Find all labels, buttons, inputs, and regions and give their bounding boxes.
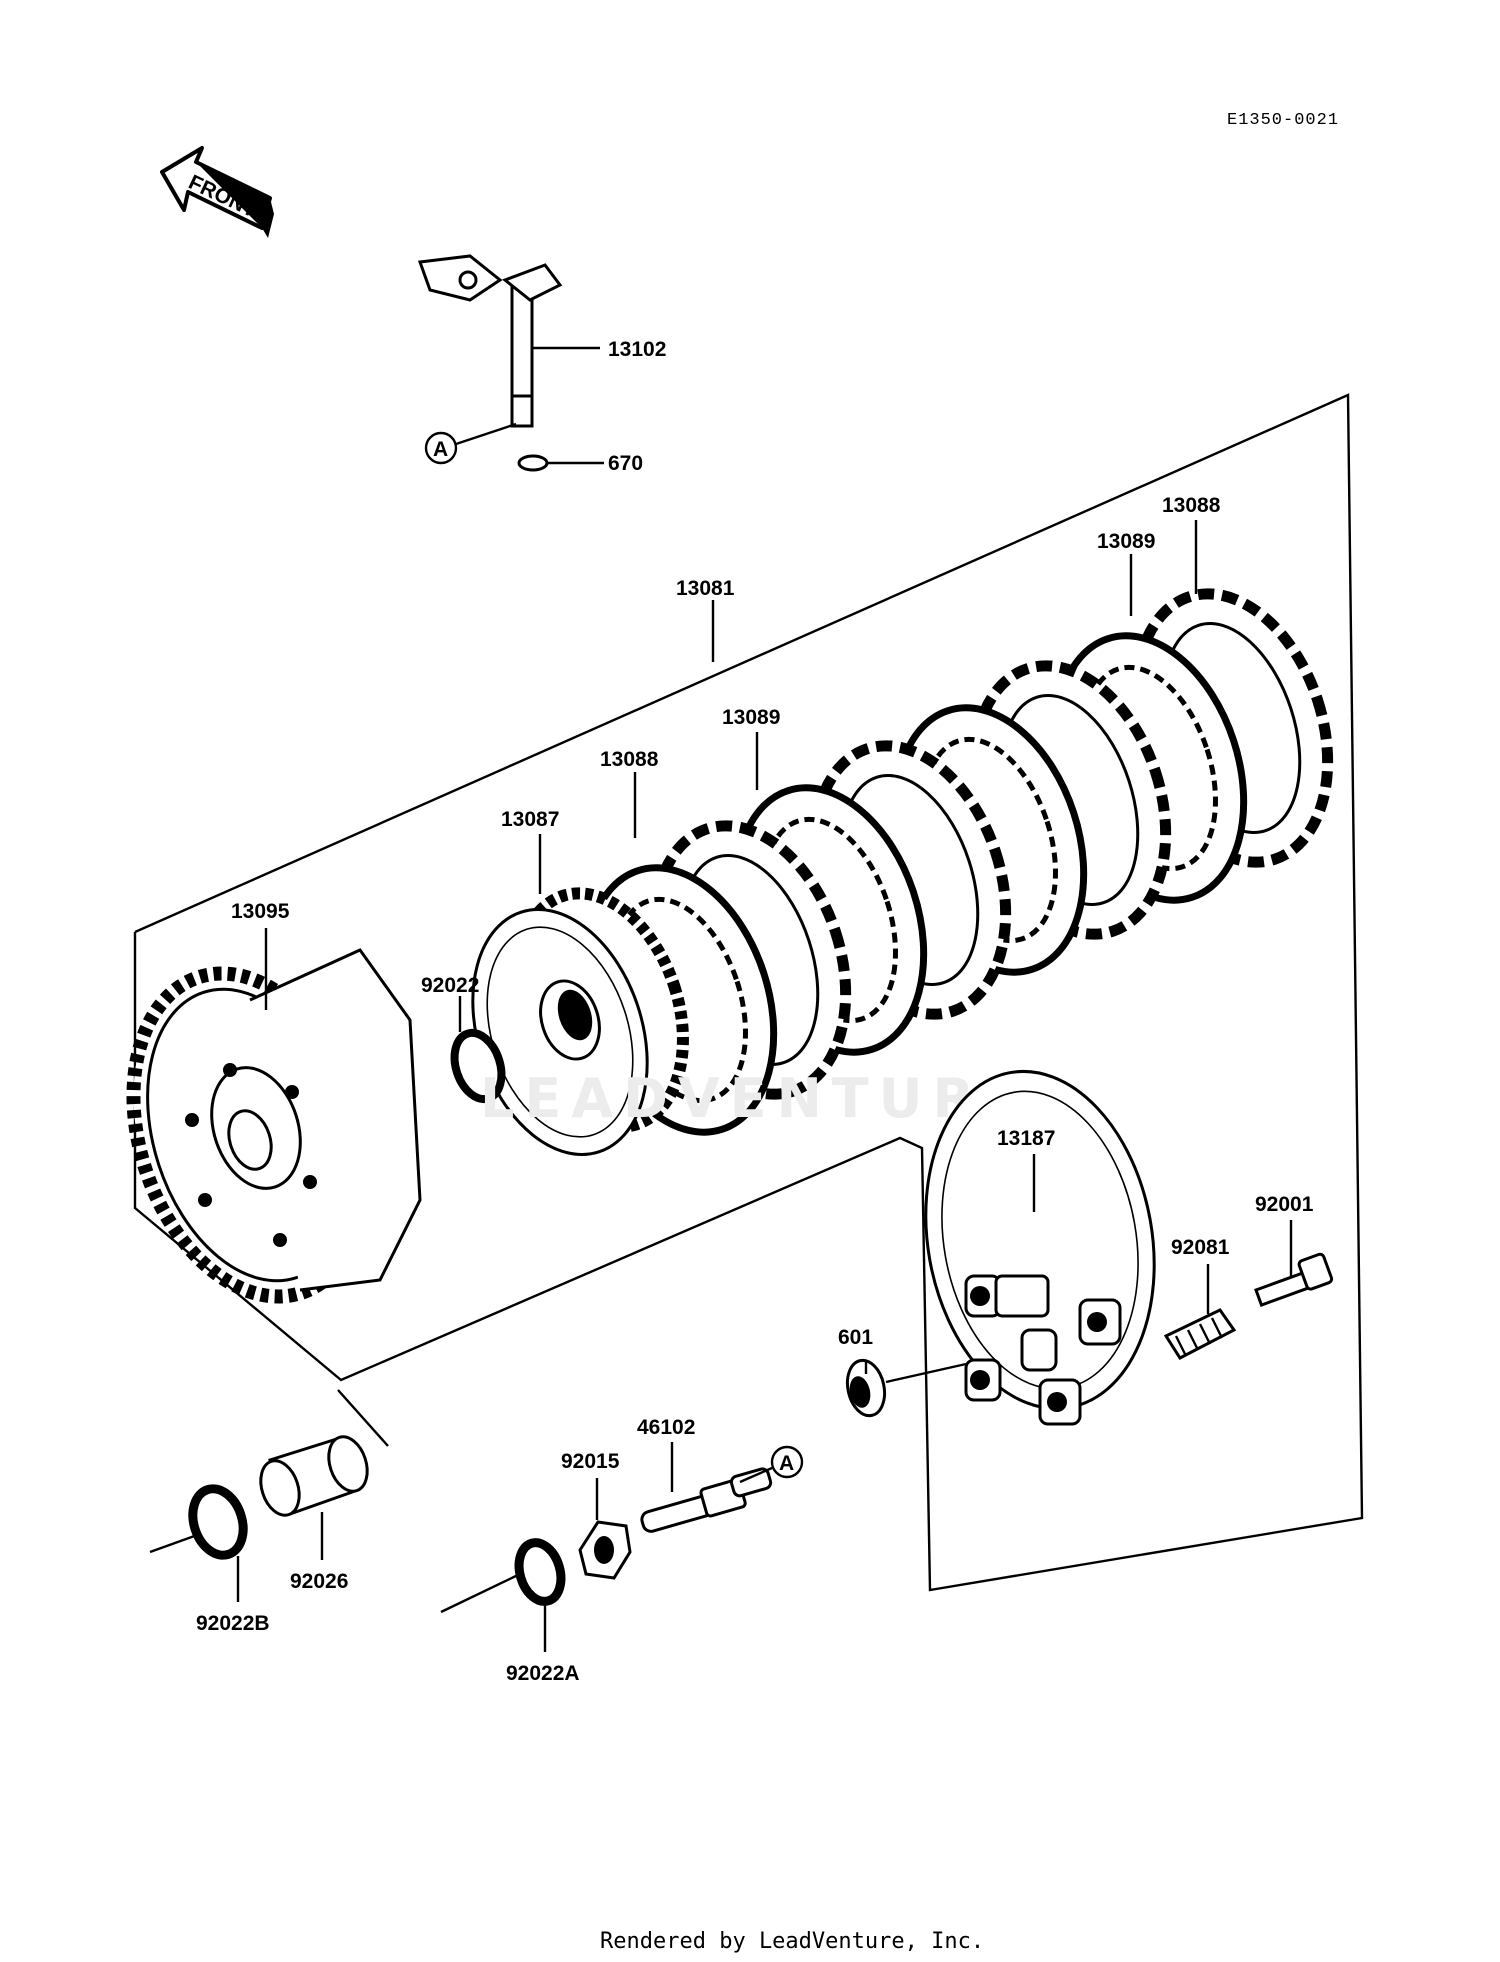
label-13088-mid: 13088 bbox=[600, 748, 659, 771]
washer-92022 bbox=[450, 1028, 506, 1104]
clutch-hub bbox=[471, 887, 689, 1156]
clutch-plate-stack bbox=[582, 588, 1334, 1136]
label-13088-top: 13088 bbox=[1162, 494, 1221, 517]
sleeve-92026 bbox=[259, 1435, 369, 1517]
svg-text:A: A bbox=[433, 438, 448, 461]
clutch-release-shaft bbox=[417, 254, 563, 428]
label-92022b: 92022B bbox=[196, 1612, 270, 1635]
washer-92022b bbox=[188, 1484, 248, 1560]
footer-credit: Rendered by LeadVenture, Inc. bbox=[600, 1929, 984, 1954]
label-92022: 92022 bbox=[421, 974, 479, 997]
label-92022a: 92022A bbox=[506, 1662, 580, 1685]
pushrod-46102 bbox=[640, 1467, 773, 1533]
label-13102: 13102 bbox=[608, 338, 666, 361]
bolt-92001 bbox=[1254, 1252, 1334, 1307]
clutch-spring-92081 bbox=[1163, 1308, 1237, 1360]
bearing-601 bbox=[845, 1358, 887, 1418]
label-601: 601 bbox=[838, 1326, 873, 1349]
label-92026: 92026 bbox=[290, 1570, 348, 1593]
lock-washer-92022a bbox=[514, 1538, 566, 1606]
label-670: 670 bbox=[608, 452, 643, 475]
label-13081: 13081 bbox=[676, 577, 735, 600]
o-ring-670 bbox=[517, 454, 549, 472]
svg-text:A: A bbox=[779, 1452, 794, 1475]
front-arrow-icon: FRONT bbox=[160, 146, 274, 238]
label-92081: 92081 bbox=[1171, 1236, 1230, 1259]
label-13087: 13087 bbox=[501, 808, 559, 831]
pressure-plate bbox=[924, 1069, 1156, 1426]
label-13089-mid: 13089 bbox=[722, 706, 780, 729]
ref-marker-a-top: A bbox=[424, 431, 458, 465]
label-46102: 46102 bbox=[637, 1416, 695, 1439]
label-92001: 92001 bbox=[1255, 1193, 1314, 1216]
watermark: LEADVENTURE bbox=[480, 1067, 1031, 1130]
label-92015: 92015 bbox=[561, 1450, 620, 1473]
nut-92015 bbox=[578, 1520, 632, 1580]
label-13187: 13187 bbox=[997, 1127, 1055, 1150]
label-13095: 13095 bbox=[231, 900, 290, 923]
ref-marker-a-bottom: A bbox=[770, 1445, 804, 1479]
diagram-code: E1350-0021 bbox=[1227, 111, 1339, 130]
label-13089-top: 13089 bbox=[1097, 530, 1155, 553]
clutch-housing bbox=[126, 948, 422, 1304]
